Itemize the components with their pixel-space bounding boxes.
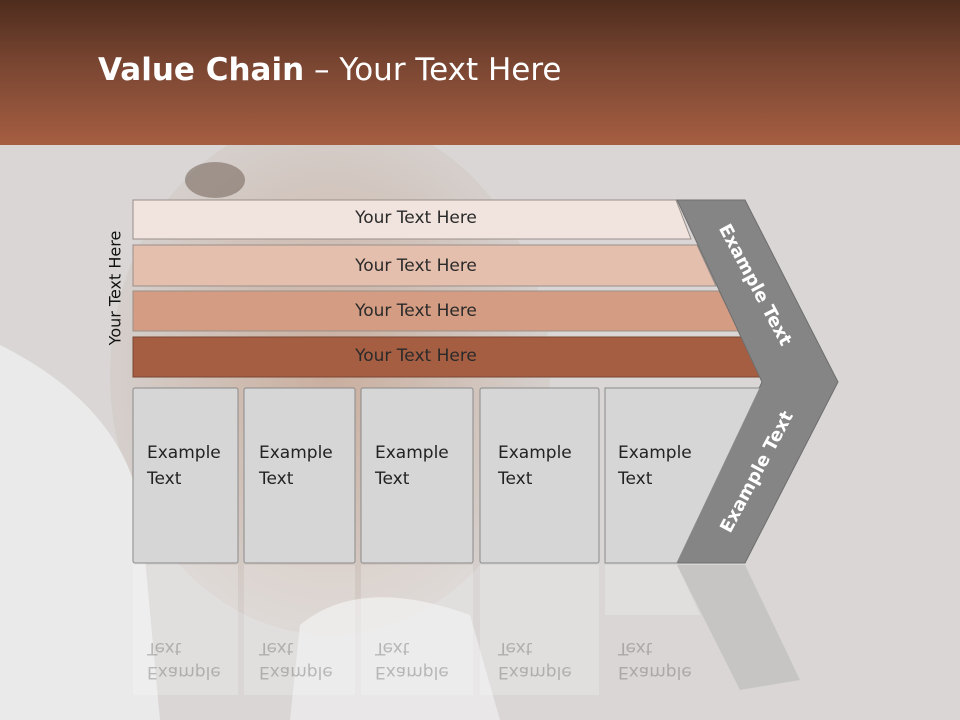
title-bar: Value Chain – Your Text Here bbox=[0, 0, 960, 145]
band-2 bbox=[132, 244, 717, 287]
band-label-4: Your Text Here bbox=[355, 346, 477, 366]
band-label-3: Your Text Here bbox=[355, 301, 477, 321]
chevron-reflection bbox=[677, 565, 800, 690]
reflection bbox=[133, 565, 800, 695]
box-reflection-4 bbox=[480, 565, 599, 695]
band-label-1: Your Text Here bbox=[355, 208, 477, 228]
activity-box-2 bbox=[243, 387, 356, 564]
box-reflection-3 bbox=[361, 565, 473, 695]
activity-box-5 bbox=[604, 387, 761, 564]
box-reflection-5 bbox=[605, 565, 700, 615]
chevron-arrow bbox=[676, 199, 839, 564]
box-reflection-1 bbox=[133, 565, 238, 695]
band-1 bbox=[132, 199, 692, 240]
box-reflection-2 bbox=[244, 565, 355, 695]
activity-box-1 bbox=[132, 387, 239, 564]
activity-box-4 bbox=[479, 387, 600, 564]
band-label-2: Your Text Here bbox=[355, 256, 477, 276]
activity-box-3 bbox=[360, 387, 474, 564]
slide-title: Value Chain – Your Text Here bbox=[98, 52, 562, 88]
